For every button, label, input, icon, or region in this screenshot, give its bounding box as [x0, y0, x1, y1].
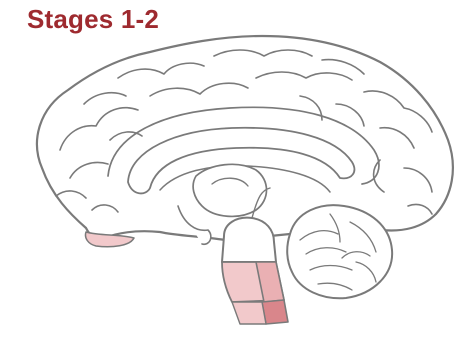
- brainstem-lower-light: [232, 302, 266, 324]
- brain-outline-group: [37, 36, 453, 324]
